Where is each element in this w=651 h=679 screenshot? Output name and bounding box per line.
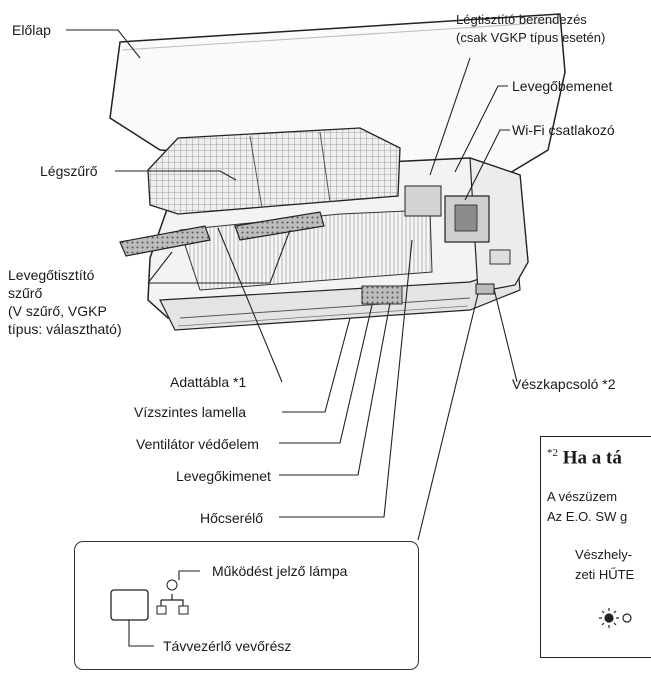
leader-wifi: [464, 129, 510, 201]
air-filter: [147, 127, 401, 215]
note-lamp-symbols: [599, 608, 632, 628]
label-air-filter: Légszűrő: [40, 163, 98, 179]
leader-air-outlet: [279, 302, 391, 476]
note-line-1: A vészüzem: [547, 489, 618, 504]
leader-front-panel: [66, 29, 141, 59]
label-air-inlet: Levegőbemenet: [512, 78, 613, 94]
leader-lines: [66, 29, 518, 541]
leader-operation-lamp: [178, 570, 200, 580]
label-operation-lamp: Működést jelző lámpa: [212, 563, 348, 579]
label-air-outlet: Levegőkimenet: [176, 468, 271, 484]
note-line-3: Vészhely-: [575, 547, 633, 562]
leader-air-filter: [115, 170, 237, 181]
label-wifi-connector: Wi-Fi csatlakozó: [512, 122, 615, 138]
leader-emergency-switch: [493, 288, 518, 383]
label-emergency-switch: Vészkapcsoló *2: [512, 376, 616, 392]
note-title-text: Ha a tá: [562, 447, 622, 469]
leader-nameplate: [217, 227, 283, 383]
label-fan-guard: Ventilátor védőelem: [136, 436, 259, 452]
leader-heat-exchanger: [279, 239, 413, 518]
label-purifier-filter-line1: Levegőtisztító: [8, 267, 95, 283]
label-nameplate: Adattábla *1: [170, 374, 247, 390]
label-purifier-filter-line2: szűrő: [8, 285, 43, 301]
label-remote-receiver: Távvezérlő vevőrész: [163, 638, 292, 654]
note-line-2: Az E.O. SW g: [547, 509, 628, 524]
emergency-note-inset: *2 Ha a tá A vészüzem Az E.O. SW g Vészh…: [540, 436, 651, 658]
lamp-receiver-drawing: [110, 570, 200, 647]
leader-remote-receiver: [128, 620, 154, 647]
leader-louver: [282, 317, 351, 413]
lamp-off-icon: [622, 613, 632, 623]
label-purifier-filter-line4: típus: választható): [8, 321, 122, 337]
leader-purifier-filter: [147, 229, 291, 284]
label-horizontal-louver: Vízszintes lamella: [134, 404, 247, 420]
operation-lamp-icon: [166, 579, 178, 591]
lamp-receiver-inset: Működést jelző lámpa Távvezérlő vevőrész: [74, 541, 419, 670]
label-heat-exchanger: Hőcserélő: [200, 510, 264, 526]
leader-air-purifier: [429, 57, 471, 176]
label-air-purifier-line1: Légtisztító berendezés: [456, 12, 587, 27]
leader-air-inlet: [454, 85, 508, 173]
remote-receiver-window: [110, 589, 149, 621]
label-front-panel: Előlap: [12, 22, 51, 38]
label-purifier-filter-line3: (V szűrő, VGKP: [8, 303, 107, 319]
leader-lamp-inset: [417, 293, 479, 541]
note-title: *2 Ha a tá: [547, 447, 622, 469]
note-line-4: zeti HŰTE: [575, 567, 635, 582]
note-marker: *2: [547, 447, 558, 459]
lamp-lit-icon: [599, 608, 619, 628]
air-purifier-filter: [119, 211, 325, 257]
leader-fan-guard: [279, 304, 373, 444]
label-air-purifier-line2: (csak VGKP típus esetén): [456, 30, 606, 45]
